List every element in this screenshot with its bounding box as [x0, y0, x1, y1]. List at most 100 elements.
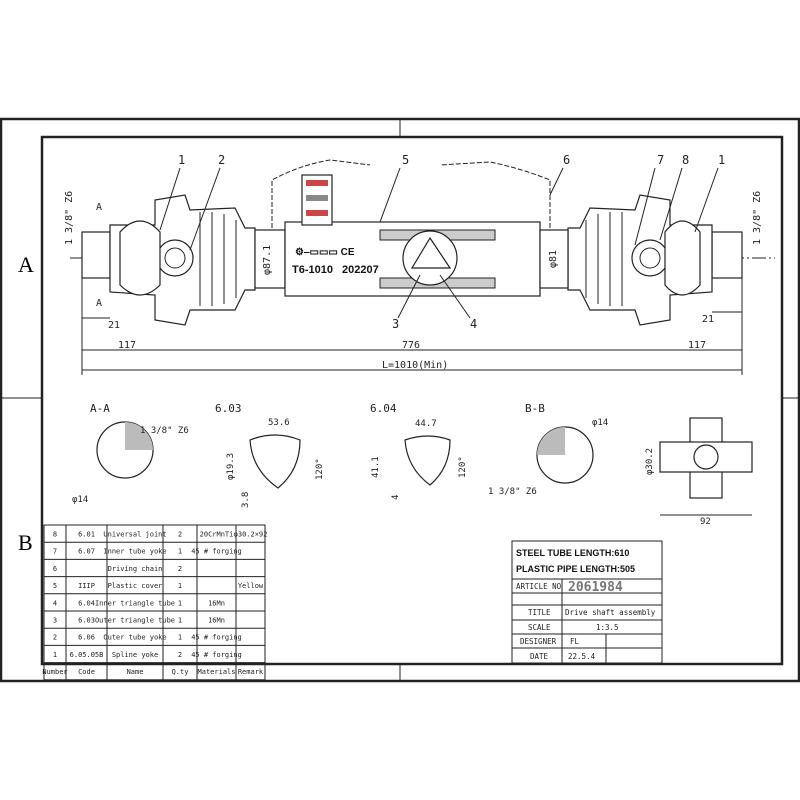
svg-text:5: 5 [402, 153, 409, 167]
svg-text:8: 8 [682, 153, 689, 167]
svg-text:92: 92 [700, 517, 711, 527]
svg-text:4: 4 [391, 495, 401, 500]
svg-text:1 3/8" Z6: 1 3/8" Z6 [64, 191, 75, 245]
svg-text:A: A [96, 298, 102, 309]
title-block: STEEL TUBE LENGTH:610 PLASTIC PIPE LENGT… [511, 540, 663, 664]
outer-frame [0, 117, 800, 683]
bom-row-cell: 6.05.05B [70, 651, 104, 659]
left-yoke-assembly [81, 194, 256, 326]
svg-text:21: 21 [702, 314, 714, 325]
svg-text:A-A: A-A [90, 402, 110, 415]
article-no: 2061984 [568, 580, 623, 595]
bom-row-cell: 16Mn [208, 599, 225, 607]
bom-row-cell: Plastic cover [108, 582, 163, 590]
bom-row-cell: 1 [53, 651, 57, 659]
bom-row-cell: 2 [178, 565, 182, 573]
svg-text:776: 776 [402, 340, 420, 351]
svg-text:4: 4 [470, 317, 477, 331]
svg-text:117: 117 [118, 340, 136, 351]
svg-text:φ14: φ14 [72, 495, 88, 505]
svg-text:1 3/8" Z6: 1 3/8" Z6 [752, 191, 763, 245]
svg-text:DESIGNER: DESIGNER [520, 637, 557, 646]
bom-row-cell: 6.03 [78, 617, 95, 625]
steel-tube-length: STEEL TUBE LENGTH:610 [516, 548, 629, 558]
svg-text:41.1: 41.1 [371, 456, 381, 478]
bom-row-cell: 8 [53, 531, 57, 539]
bom-row-cell: 2 [53, 634, 57, 642]
section-views: A-A 1 3/8" Z6 φ14 6.03 53.6 φ19.3 120° 3… [72, 402, 753, 527]
svg-text:φ19.3: φ19.3 [226, 453, 236, 480]
bom-row-cell: 3 [53, 617, 57, 625]
bom-row-cell: Spline yoke [112, 651, 158, 659]
bom-row-cell: 6.01 [78, 531, 95, 539]
svg-text:7: 7 [657, 153, 664, 167]
driving-chain-right [439, 161, 551, 228]
svg-text:φ14: φ14 [592, 418, 608, 428]
bom-row-cell: 16Mn [208, 617, 225, 625]
bom-row-cell: 4 [53, 599, 57, 607]
svg-text:B-B: B-B [525, 402, 545, 415]
bom-row-cell: 5 [53, 582, 57, 590]
bom-row-cell: 2 [178, 651, 182, 659]
svg-text:117: 117 [688, 340, 706, 351]
right-yoke-assembly [567, 194, 743, 326]
date-code: 202207 [342, 264, 379, 276]
bom-row-cell: 45 # forging [191, 548, 242, 556]
svg-text:1: 1 [718, 153, 725, 167]
svg-text:SCALE: SCALE [528, 623, 551, 632]
bom-row-cell: Inner tube yoke [103, 548, 166, 556]
bom-row-cell: 45 # forging [191, 651, 242, 659]
bom-row-cell: Yellow [238, 582, 264, 590]
bom-row-cell: 6 [53, 565, 57, 573]
bom-row-cell: φ30.2×92 [234, 531, 268, 539]
svg-text:44.7: 44.7 [415, 419, 437, 429]
svg-text:L=1010(Min): L=1010(Min) [382, 360, 448, 371]
scale: 1:3.5 [596, 623, 619, 632]
svg-text:1: 1 [178, 153, 185, 167]
bom-row-cell: 1 [178, 617, 182, 625]
svg-text:21: 21 [108, 320, 120, 331]
dimensions: 1 3/8" Z6 1 3/8" Z6 φ87.1 φ81 A A 21 21 … [64, 191, 763, 375]
bom-row-cell: Outer tube yoke [103, 634, 166, 642]
drawing-title: Drive shaft assembly [565, 608, 656, 617]
svg-text:6: 6 [563, 153, 570, 167]
svg-text:6.03: 6.03 [215, 402, 242, 415]
bom-row-cell: 7 [53, 548, 57, 556]
inner-frame [40, 135, 784, 666]
bom-row-cell: Driving chain [108, 565, 163, 573]
part-balloons: 1 2 5 6 7 8 1 3 4 [159, 153, 725, 331]
bom-header-cell: Number [42, 668, 67, 676]
bom-row-cell: IIIP [78, 582, 95, 590]
bom-row-cell: 1 [178, 548, 182, 556]
bom-row-cell: Inner triangle tube [95, 599, 175, 607]
bom-header-cell: Materials [198, 668, 236, 676]
bom-header-cell: Code [78, 668, 95, 676]
bom-header-cell: Q.ty [172, 668, 189, 676]
inner-tube-collar [539, 229, 569, 289]
driving-chain-left [271, 159, 371, 228]
bom-row-cell: 1 [178, 582, 182, 590]
bom-row-cell: Outer triangle tube [95, 617, 175, 625]
svg-text:DATE: DATE [530, 652, 549, 661]
bom-row-cell: 6.07 [78, 548, 95, 556]
svg-text:53.6: 53.6 [268, 418, 290, 428]
zone-b: B [18, 530, 33, 555]
svg-text:120°: 120° [315, 458, 325, 480]
bom-row-cell: 1 [178, 599, 182, 607]
svg-text:φ81: φ81 [548, 250, 559, 268]
bom-row-cell: 2 [178, 531, 182, 539]
zone-a: A [18, 252, 34, 277]
ce-mark: ⚙‒▭▭▭ CE [295, 247, 355, 258]
svg-text:3: 3 [392, 317, 399, 331]
svg-text:2: 2 [218, 153, 225, 167]
bom-row-cell: 6.06 [78, 634, 95, 642]
svg-text:6.04: 6.04 [370, 402, 397, 415]
plastic-pipe-length: PLASTIC PIPE LENGTH:505 [516, 564, 635, 574]
svg-text:φ30.2: φ30.2 [645, 448, 655, 475]
svg-text:120°: 120° [458, 456, 468, 478]
bom-row-cell: 1 [178, 634, 182, 642]
bom-row-cell: 20CrMnTi [200, 531, 234, 539]
bom-row-cell: 6.04 [78, 599, 95, 607]
bom-row-cell: 45 # forging [191, 634, 242, 642]
